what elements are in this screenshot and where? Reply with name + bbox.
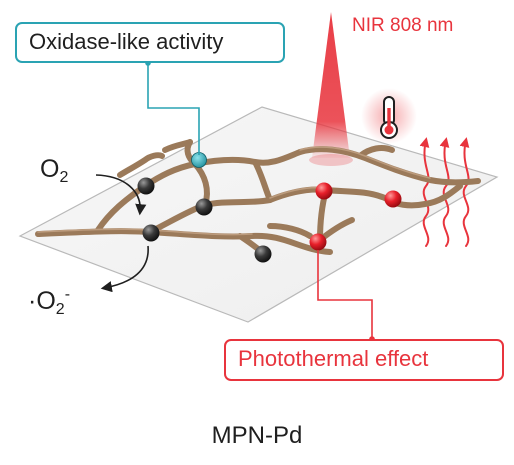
nir-spot [309, 154, 353, 166]
photothermal-node [309, 233, 327, 251]
oxygen-subscript: 2 [59, 169, 69, 186]
photothermal-connector [317, 250, 373, 339]
photothermal-effect-label: Photothermal effect [224, 339, 504, 381]
o2-in-arrow [95, 174, 147, 216]
polymer-network [35, 139, 481, 259]
superoxide-symbol: ·O [28, 287, 56, 315]
material-title: MPN-Pd [211, 422, 303, 449]
nir-label: NIR 808 nm [352, 15, 454, 36]
radical-out-arrow [100, 245, 149, 293]
oxygen-symbol: O [40, 155, 60, 183]
pd-node [137, 177, 155, 195]
nir-beam [312, 12, 350, 158]
oxidase-activity-label: Oxidase-like activity [15, 22, 285, 63]
photothermal-node [315, 182, 333, 200]
photothermal-effect-text: Photothermal effect [238, 346, 429, 371]
oxygen-label: O2 [40, 155, 68, 187]
oxidase-activity-text: Oxidase-like activity [29, 29, 224, 54]
superoxide-subscript: 2 [55, 301, 65, 318]
photothermal-node [384, 190, 402, 208]
thermometer-icon [380, 96, 398, 139]
pd-node [254, 245, 272, 263]
superoxide-charge: - [64, 286, 71, 303]
superoxide-label: ·O2- [28, 286, 70, 319]
pd-node [142, 224, 160, 242]
pd-node [195, 198, 213, 216]
oxidase-connector [147, 63, 200, 155]
